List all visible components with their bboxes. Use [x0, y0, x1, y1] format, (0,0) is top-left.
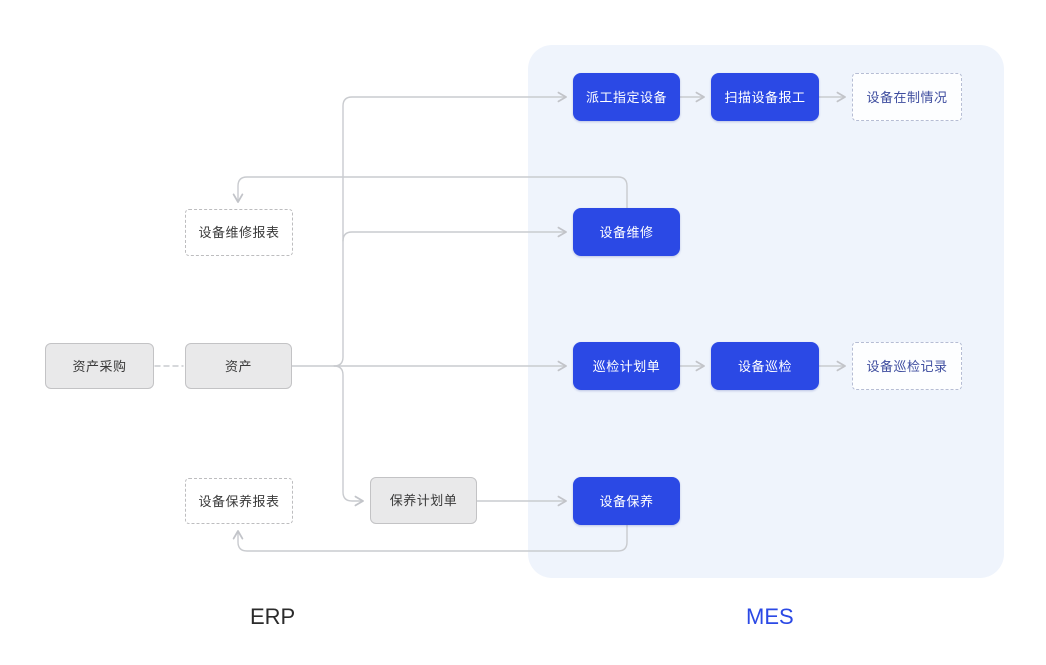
node-equipment-maintenance: 设备保养	[573, 477, 680, 525]
mes-zone-label: MES	[746, 604, 794, 629]
erp-zone-label: ERP	[250, 604, 296, 629]
node-equipment-maintenance-report: 设备保养报表	[185, 478, 293, 524]
node-dispatch-assign-equipment: 派工指定设备	[573, 73, 680, 121]
node-asset-purchase: 资产采购	[45, 343, 154, 389]
connector-repair-to-repair-report	[232, 176, 628, 209]
node-scan-equipment-report-work: 扫描设备报工	[711, 73, 819, 121]
connector-maintenance-to-maintenance-report	[232, 524, 628, 552]
connector-asset-to-dispatch	[333, 91, 567, 367]
connector-asset-to-maintenance-plan	[333, 365, 364, 507]
node-asset: 资产	[185, 343, 292, 389]
node-equipment-wip-status: 设备在制情况	[852, 73, 962, 121]
node-inspection-plan: 巡检计划单	[573, 342, 680, 390]
node-equipment-inspection: 设备巡检	[711, 342, 819, 390]
node-equipment-repair: 设备维修	[573, 208, 680, 256]
node-maintenance-plan: 保养计划单	[370, 477, 477, 524]
node-equipment-inspection-record: 设备巡检记录	[852, 342, 962, 390]
connector-asset-to-equipment-repair	[342, 226, 567, 242]
node-equipment-repair-report: 设备维修报表	[185, 209, 293, 256]
